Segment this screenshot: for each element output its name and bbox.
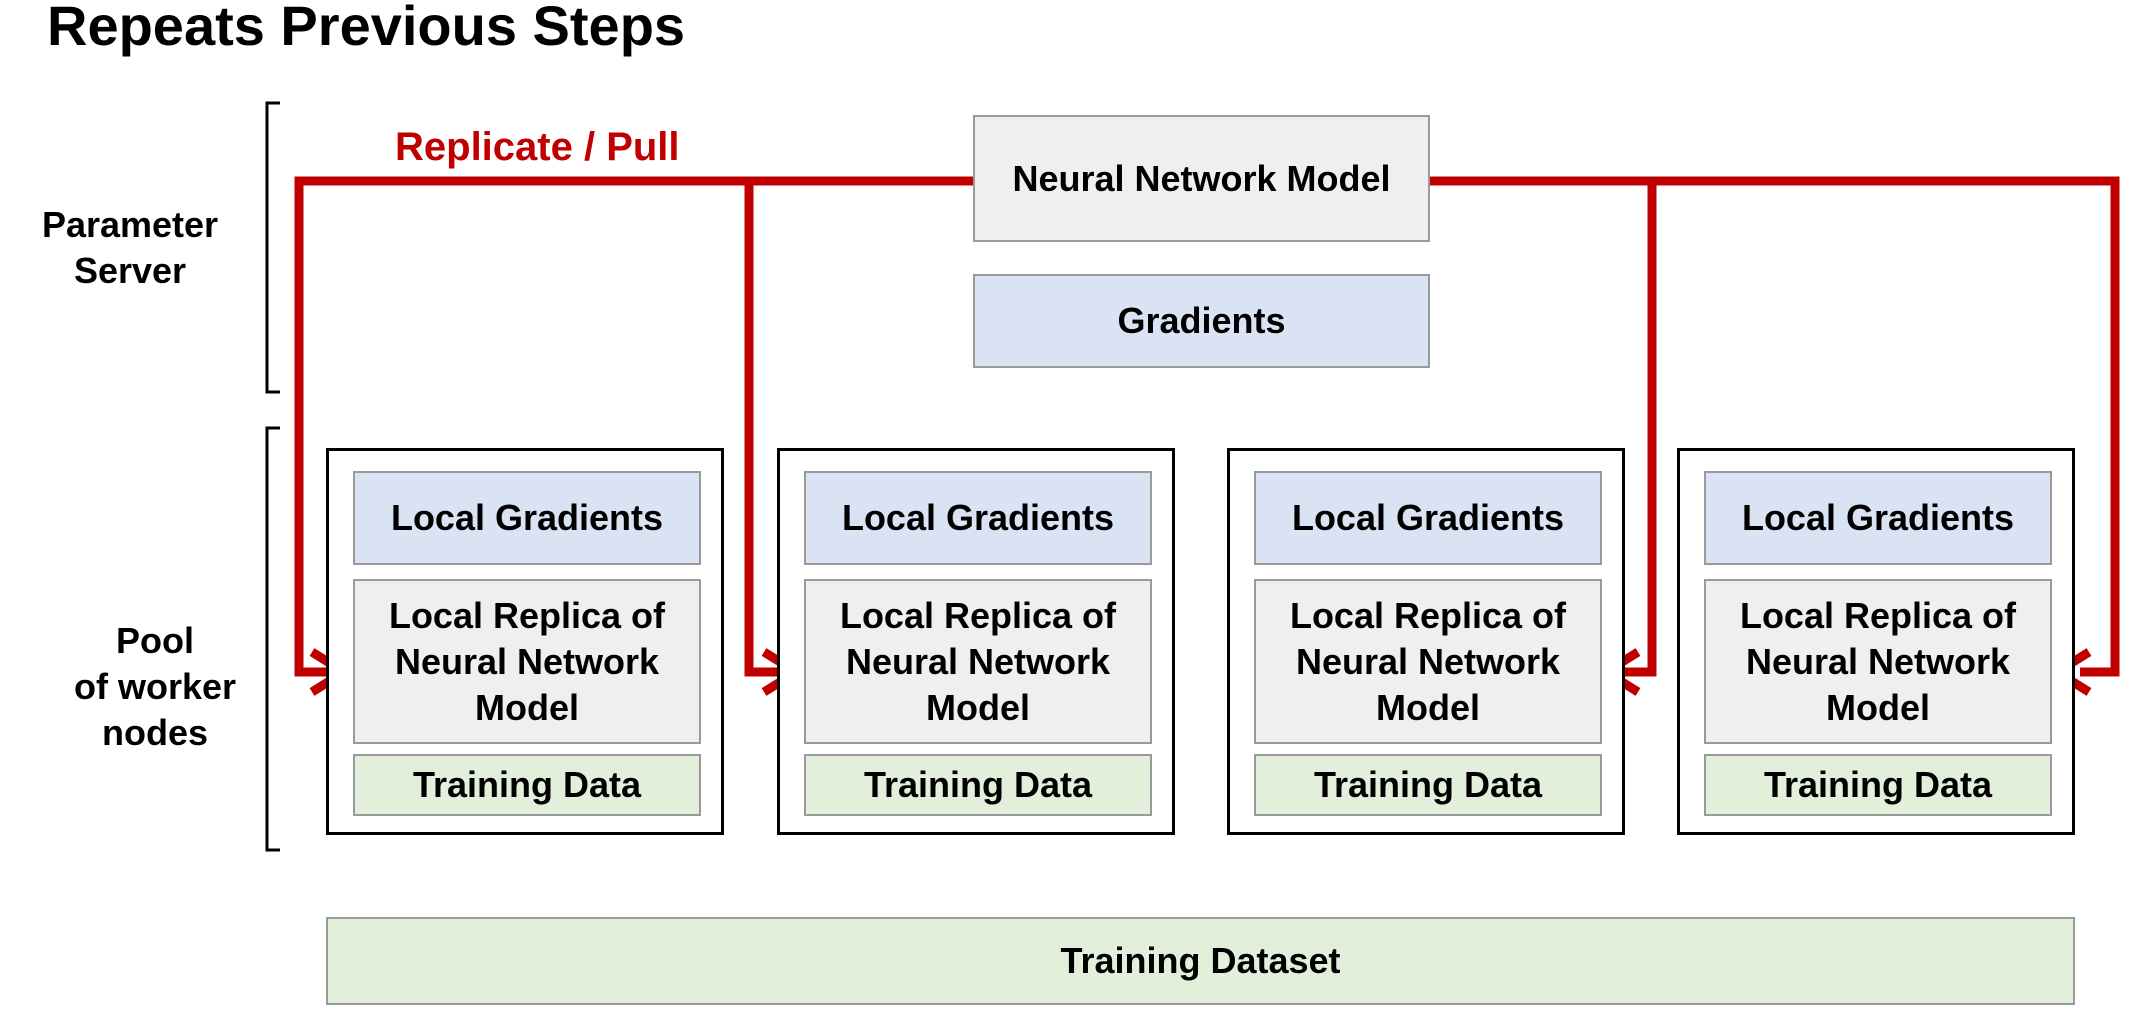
worker-node-3: Local Gradients Local Replica of Neural …: [1227, 448, 1625, 835]
pull-line-worker-3: [1612, 181, 1657, 677]
local-model-box: Local Replica of Neural Network Model: [1704, 579, 2052, 744]
pull-line-right: [1428, 176, 2120, 677]
worker-pool-label: Pool of worker nodes: [73, 620, 237, 753]
local-model-box: Local Replica of Neural Network Model: [353, 579, 701, 744]
replicate-pull-label: Replicate / Pull: [395, 125, 680, 169]
worker-node-4: Local Gradients Local Replica of Neural …: [1677, 448, 2075, 835]
training-data-box: Training Data: [1704, 754, 2052, 816]
page-title: Repeats Previous Steps: [47, 0, 686, 57]
local-gradients-box: Local Gradients: [804, 471, 1152, 565]
worker-node-1: Local Gradients Local Replica of Neural …: [326, 448, 724, 835]
local-gradients-box: Local Gradients: [1704, 471, 2052, 565]
training-data-box: Training Data: [1254, 754, 1602, 816]
training-dataset-box: Training Dataset: [326, 917, 2075, 1005]
training-data-box: Training Data: [804, 754, 1152, 816]
local-gradients-box: Local Gradients: [1254, 471, 1602, 565]
server-model-box: Neural Network Model: [973, 115, 1430, 242]
parameter-server-label: Parameter Server: [41, 204, 219, 291]
worker-pool-bracket: [265, 426, 280, 852]
parameter-server-bracket: [265, 101, 280, 394]
local-gradients-box: Local Gradients: [353, 471, 701, 565]
training-data-box: Training Data: [353, 754, 701, 816]
local-model-box: Local Replica of Neural Network Model: [1254, 579, 1602, 744]
worker-node-2: Local Gradients Local Replica of Neural …: [777, 448, 1175, 835]
server-gradients-box: Gradients: [973, 274, 1430, 368]
local-model-box: Local Replica of Neural Network Model: [804, 579, 1152, 744]
pull-line-worker-2: [744, 181, 790, 677]
pull-line-left: [294, 176, 975, 677]
